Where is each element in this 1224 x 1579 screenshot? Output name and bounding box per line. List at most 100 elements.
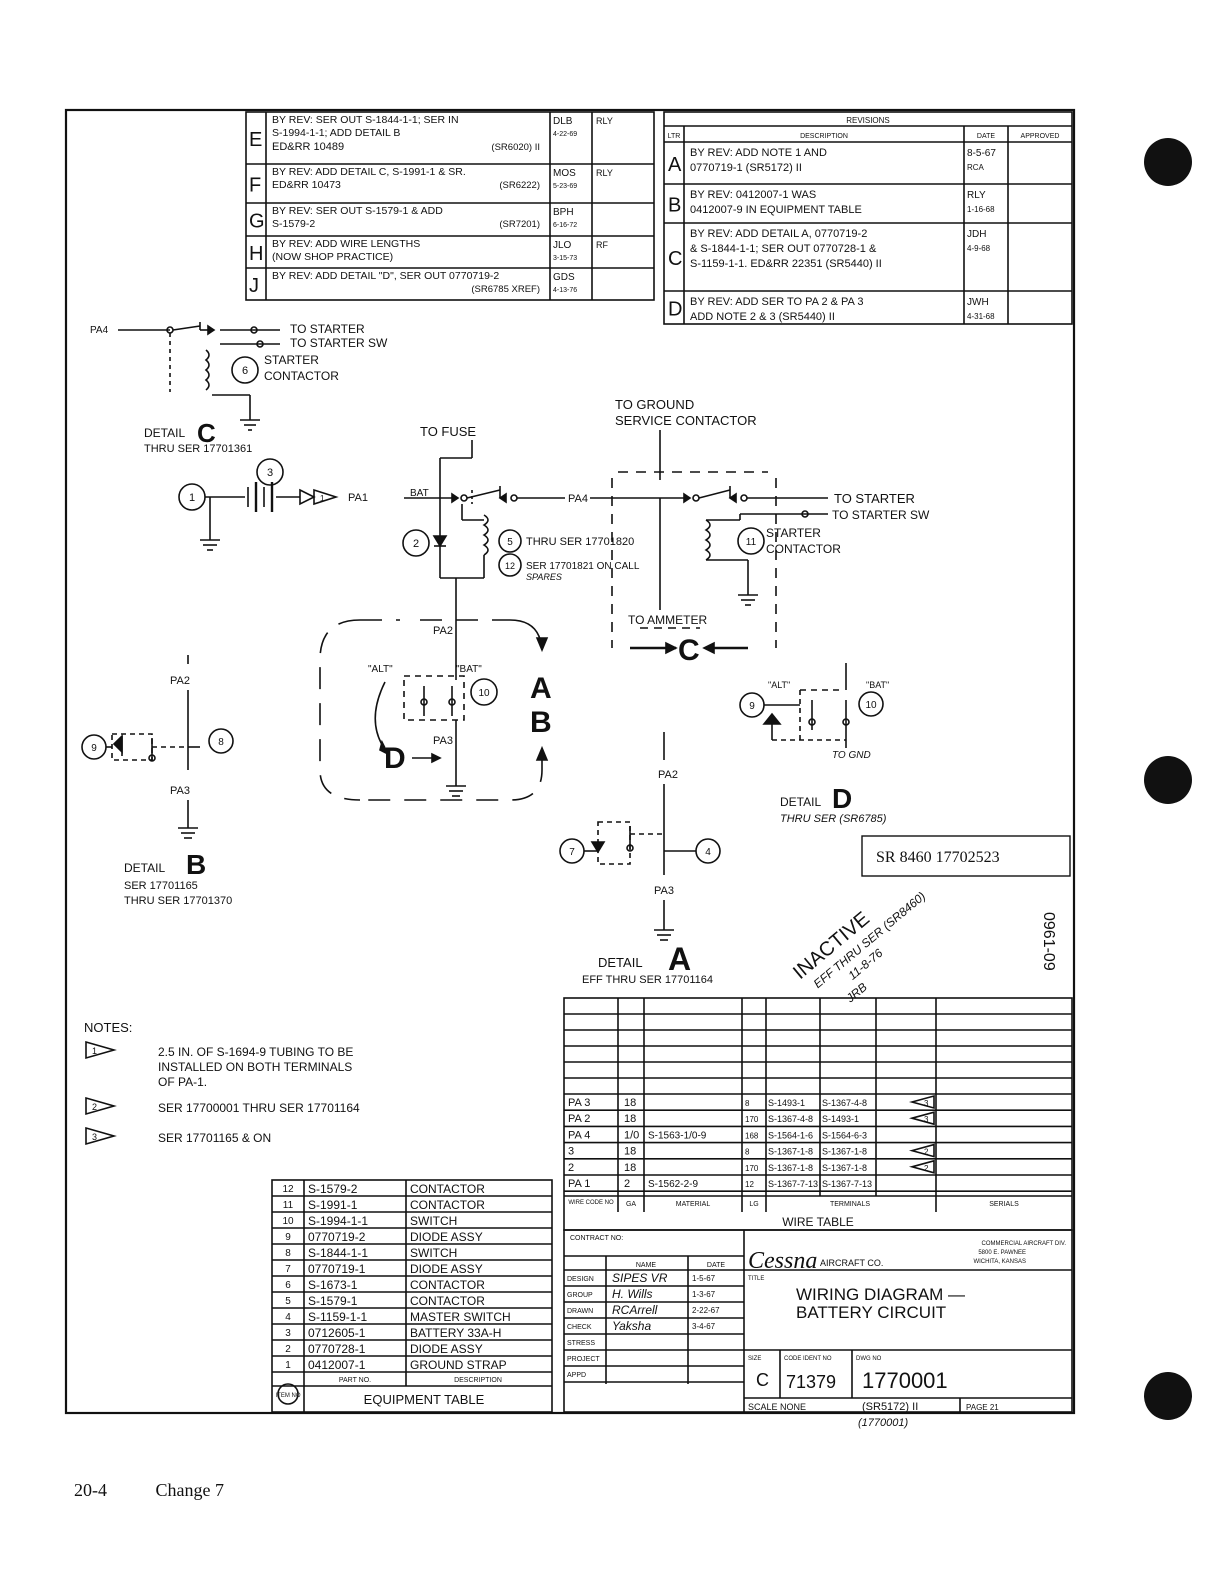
equipment-description: CONTACTOR xyxy=(410,1294,485,1308)
item-3-callout xyxy=(256,458,284,486)
item-11-callout xyxy=(737,527,765,555)
detail-c-schematic: PA4 TO STARTER TO STARTER SW 6 STARTER C… xyxy=(90,322,388,455)
contactor-label-main: CONTACTOR xyxy=(766,542,841,556)
rev-date-right: RLY xyxy=(967,190,986,201)
pa3-label-a: PA3 xyxy=(654,885,674,897)
title-header: TITLE xyxy=(748,1276,764,1282)
equipment-item-no: 7 xyxy=(285,1264,291,1275)
equipment-part-no: S-1579-1 xyxy=(308,1294,358,1308)
rev-sr-left: (SR6020) II xyxy=(491,142,540,153)
signature-date: 2-22-67 xyxy=(692,1306,720,1315)
detail-c-arrow-letter: C xyxy=(678,634,700,667)
wire-terminal-b: S-1367-4-8 xyxy=(822,1098,867,1108)
side-number: 0961-09 xyxy=(1040,912,1057,971)
rev-by-left: GDS xyxy=(553,272,575,283)
equipment-item-no: 3 xyxy=(285,1328,291,1339)
rev-sr-left: (SR7201) xyxy=(499,219,540,230)
detail-d-schematic: "ALT" "BAT" 9 10 TO GND DETAIL D THRU SE… xyxy=(739,663,889,825)
detail-c-letter: C xyxy=(197,418,216,448)
wire-terminal-a: S-1367-7-13 xyxy=(768,1179,818,1189)
item-5-callout xyxy=(498,529,522,553)
scale-label: SCALE NONE xyxy=(748,1402,806,1412)
signature-role: DRAWN xyxy=(567,1308,593,1315)
pa2-label-box: PA2 xyxy=(433,625,453,637)
wire-terminal-a: S-1564-1-6 xyxy=(768,1130,813,1140)
note-text: SER 17701165 & ON xyxy=(158,1131,271,1145)
equipment-item-no: 10 xyxy=(282,1216,294,1227)
wire-note-ref: 3 xyxy=(924,1099,929,1108)
wire-code: 3 xyxy=(568,1146,574,1158)
detail-b-serial-1: SER 17701165 xyxy=(124,880,198,892)
rev-letter-left: J xyxy=(249,275,259,297)
rev-letter-left: E xyxy=(249,129,262,151)
signature-role: STRESS xyxy=(567,1340,595,1347)
wire-code-header: WIRE CODE NO xyxy=(568,1200,614,1206)
note-text: 2.5 IN. OF S-1694-9 TUBING TO BE xyxy=(158,1045,353,1059)
to-ground-label: TO GROUND xyxy=(615,397,694,412)
sr-box xyxy=(861,835,1071,877)
item-9-number-d: 9 xyxy=(749,701,755,712)
equipment-item-no: 9 xyxy=(285,1232,291,1243)
item-no-header: ITEM NO xyxy=(276,1393,301,1399)
division-line-3: WICHITA, KANSAS xyxy=(973,1259,1026,1265)
equipment-table-title: EQUIPMENT TABLE xyxy=(364,1392,485,1407)
to-gnd-label: TO GND xyxy=(832,750,871,761)
wire-material: S-1562-2-9 xyxy=(648,1179,698,1190)
rev-approved-left: RF xyxy=(596,240,608,250)
to-starter-sw-label-c: TO STARTER SW xyxy=(290,336,388,350)
detail-b-serial-2: THRU SER 17701370 xyxy=(124,895,232,907)
note-number: 1 xyxy=(92,1046,97,1056)
alt-label-d: "ALT" xyxy=(768,680,790,690)
equipment-item-no: 11 xyxy=(283,1200,294,1211)
item-8-number-b: 8 xyxy=(218,737,224,748)
rev-date-right: 1-16-68 xyxy=(967,205,995,214)
wire-note-flag-icon xyxy=(908,1143,935,1158)
equipment-part-no: 0770719-1 xyxy=(308,1262,366,1276)
dwg-no-below: (1770001) xyxy=(858,1417,908,1429)
note-text: OF PA-1. xyxy=(158,1075,207,1089)
signature-name: SIPES VR xyxy=(612,1271,668,1285)
equipment-item-no: 4 xyxy=(285,1312,291,1323)
item-1-number: 1 xyxy=(189,492,195,504)
item-10-number-box: 10 xyxy=(478,688,490,699)
rev-date-right: JDH xyxy=(967,229,986,240)
wire-table-title: WIRE TABLE xyxy=(782,1215,854,1229)
detail-a-box-letter: A xyxy=(530,672,552,705)
rev-letter-right: B xyxy=(668,195,681,217)
equipment-part-no: 0712605-1 xyxy=(308,1326,366,1340)
wire-gauge: 18 xyxy=(624,1113,636,1125)
ga-header: GA xyxy=(626,1201,636,1208)
dwg-no-value: 1770001 xyxy=(862,1368,948,1393)
item-7-number: 7 xyxy=(569,847,575,858)
pa2-label-a: PA2 xyxy=(658,769,678,781)
wire-terminal-b: S-1564-6-3 xyxy=(822,1130,867,1140)
rev-desc-left: (NOW SHOP PRACTICE) xyxy=(272,251,393,263)
rev-desc-right: S-1159-1-1. ED&RR 22351 (SR5440) II xyxy=(690,258,882,270)
wire-note-flag-icon xyxy=(908,1094,935,1110)
part-no-header: PART NO. xyxy=(339,1377,371,1384)
item-10-number-d: 10 xyxy=(865,700,877,711)
rev-desc-left: BY REV: SER OUT S-1579-1 & ADD xyxy=(272,205,443,217)
wire-length: 168 xyxy=(745,1131,759,1140)
drawing-title-1: WIRING DIAGRAM — xyxy=(796,1285,965,1304)
rev-sr-left: (SR6785 XREF) xyxy=(471,284,540,295)
description-header: DESCRIPTION xyxy=(454,1377,502,1384)
rev-header-description: DESCRIPTION xyxy=(800,133,848,140)
signature-date: 1-3-67 xyxy=(692,1290,716,1299)
material-header: MATERIAL xyxy=(676,1201,711,1208)
detail-a-serial: EFF THRU SER 17701164 xyxy=(582,974,713,986)
notes-title: NOTES: xyxy=(84,1020,132,1035)
signature-role: PROJECT xyxy=(567,1356,600,1363)
signature-date: 3-4-67 xyxy=(692,1322,716,1331)
equipment-description: SWITCH xyxy=(410,1246,457,1260)
equipment-item-no: 5 xyxy=(285,1296,291,1307)
rev-by-left: MOS xyxy=(553,168,576,179)
item-6-number: 6 xyxy=(242,365,248,377)
rev-desc-right: 0412007-9 IN EQUIPMENT TABLE xyxy=(690,204,862,216)
revisions-title: REVISIONS xyxy=(846,116,890,125)
signature-name: RCArrell xyxy=(612,1303,658,1317)
item-4-callout xyxy=(695,838,721,864)
